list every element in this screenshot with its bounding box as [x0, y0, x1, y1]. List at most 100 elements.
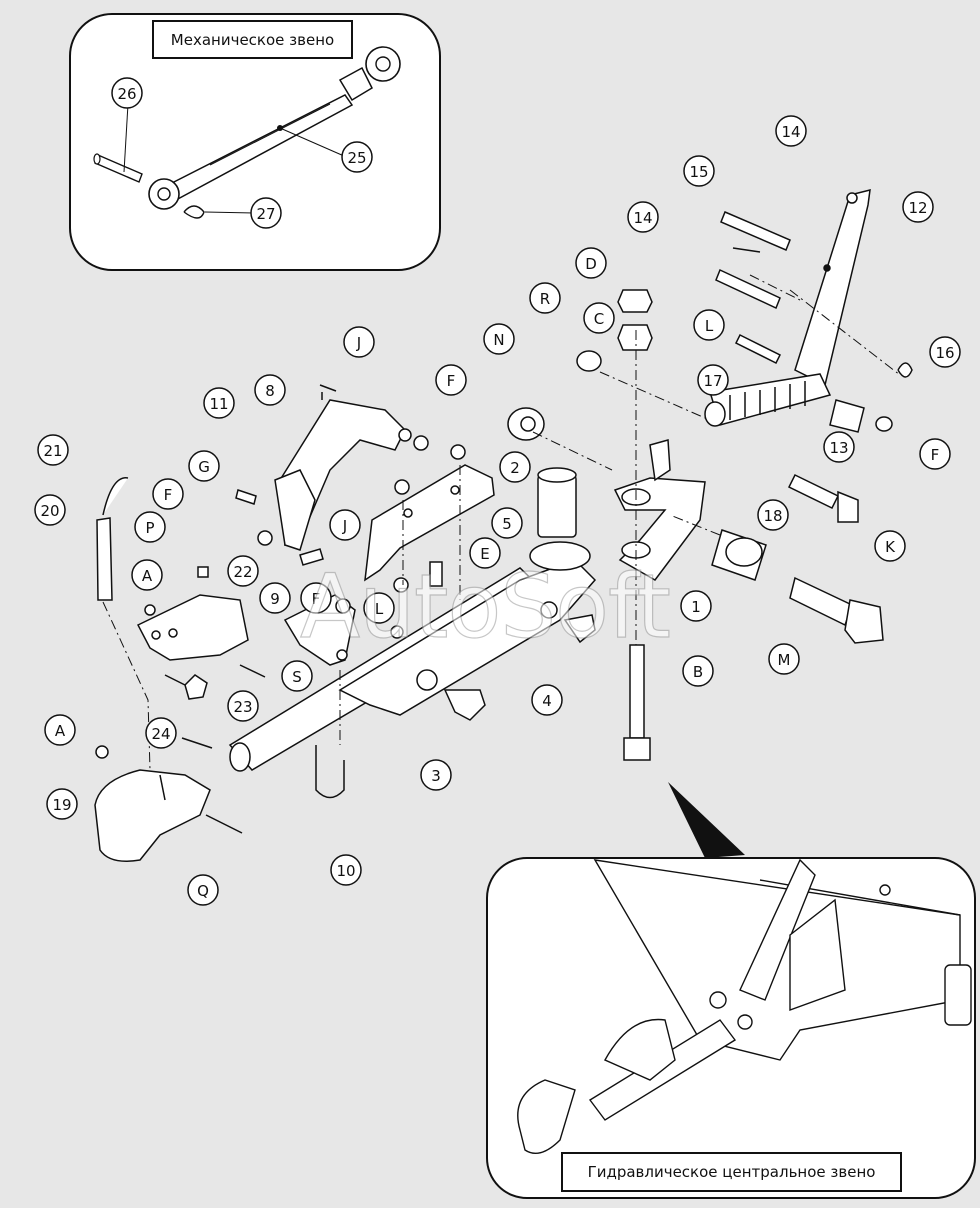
callout-c23: 23 — [227, 690, 259, 722]
callout-label: 5 — [502, 515, 512, 533]
callout-c24: 24 — [145, 717, 177, 749]
callout-circle — [343, 326, 375, 358]
callout-label: A — [142, 567, 153, 585]
callout-label: R — [540, 290, 550, 308]
callout-label: F — [312, 590, 321, 608]
callout-label: M — [778, 651, 791, 669]
callout-label: 22 — [233, 563, 252, 581]
callout-circle — [483, 323, 515, 355]
callout-cF2: F — [919, 438, 951, 470]
callout-c8: 8 — [254, 374, 286, 406]
callout-label: D — [585, 255, 597, 273]
callout-c14b: 14 — [627, 201, 659, 233]
hydraulic-link-title: Гидравлическое центральное звено — [561, 1152, 902, 1192]
callout-label: 14 — [633, 209, 652, 227]
callout-c12: 12 — [902, 191, 934, 223]
callout-circle — [227, 690, 259, 722]
callout-c1: 1 — [680, 590, 712, 622]
callout-label: F — [447, 372, 456, 390]
mechanical-link-inset — [69, 13, 441, 271]
callout-cA1: A — [131, 559, 163, 591]
callout-c22: 22 — [227, 555, 259, 587]
callout-cJ1: J — [343, 326, 375, 358]
callout-c21: 21 — [37, 434, 69, 466]
callout-circle — [583, 302, 615, 334]
callout-cF4: F — [300, 582, 332, 614]
callout-label: 16 — [935, 344, 954, 362]
callout-circle — [919, 438, 951, 470]
callout-c15: 15 — [683, 155, 715, 187]
callout-c17: 17 — [697, 364, 729, 396]
callout-label: 25 — [347, 149, 366, 167]
callout-cS: S — [281, 660, 313, 692]
callout-c4: 4 — [531, 684, 563, 716]
callout-circle — [529, 282, 561, 314]
callout-label: 24 — [151, 725, 170, 743]
callout-label: 13 — [829, 439, 848, 457]
callout-label: P — [145, 519, 154, 537]
callout-label: F — [164, 486, 173, 504]
callout-circle — [187, 874, 219, 906]
callout-c14a: 14 — [775, 115, 807, 147]
callout-label: K — [885, 538, 896, 556]
callout-c20: 20 — [34, 494, 66, 526]
callout-label: 19 — [52, 796, 71, 814]
callout-circle — [131, 559, 163, 591]
callout-circle — [693, 309, 725, 341]
hydraulic-link-inset — [486, 857, 976, 1199]
callout-circle — [203, 387, 235, 419]
callout-cM: M — [768, 643, 800, 675]
callout-circle — [469, 537, 501, 569]
callout-circle — [531, 684, 563, 716]
callout-c18: 18 — [757, 499, 789, 531]
callout-circle — [44, 714, 76, 746]
callout-circle — [34, 494, 66, 526]
callout-label: J — [342, 517, 347, 535]
callout-circle — [768, 643, 800, 675]
callout-circle — [46, 788, 78, 820]
callout-label: 8 — [265, 382, 275, 400]
callout-c9: 9 — [259, 582, 291, 614]
callout-c26: 26 — [111, 77, 143, 109]
callout-label: G — [198, 458, 210, 476]
callout-cL2: L — [363, 592, 395, 624]
main-assembly — [94, 189, 913, 862]
callout-cF1: F — [435, 364, 467, 396]
callout-label: 2 — [510, 459, 520, 477]
callout-label: F — [931, 446, 940, 464]
callout-label: E — [480, 545, 489, 563]
callout-circle — [499, 451, 531, 483]
callout-c16: 16 — [929, 336, 961, 368]
callout-cK: K — [874, 530, 906, 562]
callout-label: 17 — [703, 372, 722, 390]
callout-label: 23 — [233, 698, 252, 716]
callout-label: S — [292, 668, 302, 686]
callout-circle — [491, 507, 523, 539]
callout-label: 4 — [542, 692, 552, 710]
callout-label: 27 — [256, 205, 275, 223]
callout-circle — [227, 555, 259, 587]
callout-label: C — [594, 310, 604, 328]
callout-circle — [250, 197, 282, 229]
callout-cC: C — [583, 302, 615, 334]
callout-cJ2: J — [329, 509, 361, 541]
callout-circle — [329, 509, 361, 541]
callout-label: B — [693, 663, 703, 681]
callout-circle — [420, 759, 452, 791]
callout-circle — [874, 530, 906, 562]
callout-label: Q — [197, 882, 209, 900]
callout-cQ: Q — [187, 874, 219, 906]
callout-circle — [757, 499, 789, 531]
callout-label: 10 — [336, 862, 355, 880]
callout-label: L — [705, 317, 714, 335]
callout-circle — [254, 374, 286, 406]
callout-cB: B — [682, 655, 714, 687]
callout-circle — [259, 582, 291, 614]
callout-c5: 5 — [491, 507, 523, 539]
callout-cN: N — [483, 323, 515, 355]
callout-circle — [683, 155, 715, 187]
callout-cF3: F — [152, 478, 184, 510]
callout-label: L — [375, 600, 384, 618]
alignment-lines — [102, 274, 901, 771]
